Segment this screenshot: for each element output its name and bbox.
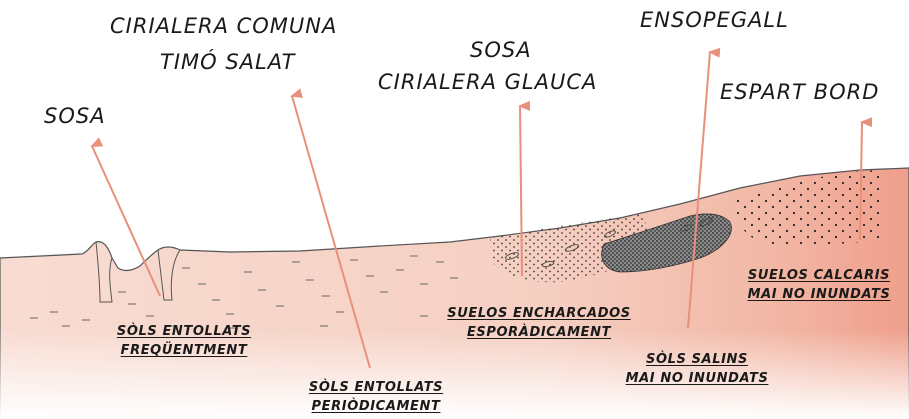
- label-sosa-left: SOSA: [44, 104, 106, 128]
- label-soil-calcareous-line2: MAI NO INUNDATS: [747, 287, 891, 302]
- label-soil-sporadic: SUELOS ENCHARCADOS ESPORÀDICAMENT: [434, 304, 644, 342]
- label-soil-periodic-line1: SÒLS ENTOLLATS: [308, 380, 444, 395]
- label-sosa-center: SOSA: [470, 38, 532, 62]
- fine-sediment-dashes: [30, 255, 458, 329]
- label-soil-sporadic-line2: ESPORÀDICAMENT: [466, 325, 612, 340]
- label-soil-saline-line2: MAI NO INUNDATS: [625, 371, 769, 386]
- dense-saline-layer: [601, 213, 732, 273]
- label-soil-sporadic-line1: SUELOS ENCHARCADOS: [447, 306, 631, 321]
- stippled-zone-calcareous: [735, 170, 880, 245]
- label-soil-frequent: SÒLS ENTOLLATS FREQÜENTMENT: [104, 322, 264, 360]
- label-soil-frequent-line1: SÒLS ENTOLLATS: [116, 324, 252, 339]
- label-espart-bord: ESPART BORD: [720, 80, 880, 104]
- label-soil-periodic: SÒLS ENTOLLATS PERIÒDICAMENT: [296, 378, 456, 416]
- label-timo-salat: TIMÓ SALAT: [160, 50, 296, 74]
- arrow-sosa-center: [518, 100, 531, 277]
- label-ensopegall: ENSOPEGALL: [640, 8, 789, 32]
- label-soil-calcareous-line1: SUELOS CALCARIS: [747, 268, 891, 283]
- arrow-espart-bord: [859, 117, 873, 241]
- arrow-ensopegall: [687, 47, 721, 329]
- arrow-timo-salat: [290, 88, 371, 369]
- arrow-sosa-left: [90, 137, 161, 297]
- label-soil-saline-line1: SÒLS SALINS: [646, 352, 748, 367]
- plant-arrows: [90, 47, 873, 369]
- pebble-lenses: [504, 217, 713, 268]
- label-cirialera-comuna: CIRIALERA COMUNA: [110, 14, 338, 38]
- label-soil-frequent-line2: FREQÜENTMENT: [120, 343, 248, 358]
- label-soil-calcareous: SUELOS CALCARIS MAI NO INUNDATS: [734, 266, 904, 304]
- label-soil-periodic-line2: PERIÒDICAMENT: [311, 399, 441, 414]
- label-soil-saline: SÒLS SALINS MAI NO INUNDATS: [612, 350, 782, 388]
- label-cirialera-glauca: CIRIALERA GLAUCA: [378, 70, 598, 94]
